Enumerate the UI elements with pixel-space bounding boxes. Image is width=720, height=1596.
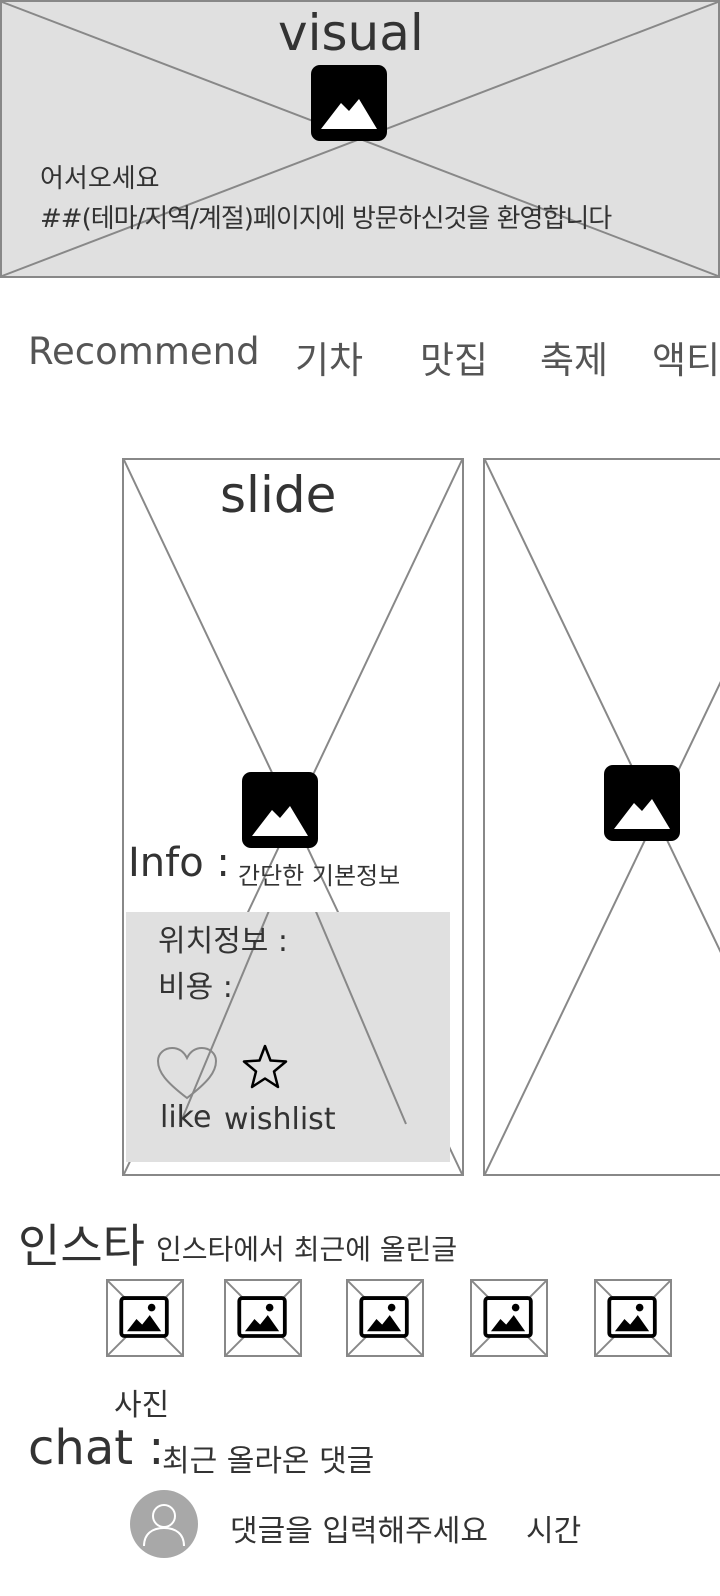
star-icon[interactable] <box>241 1043 289 1091</box>
tab-festival[interactable]: 축제 <box>540 339 609 382</box>
cost-label: 비용 : <box>158 970 233 1005</box>
image-icon <box>604 765 680 841</box>
tab-restaurant[interactable]: 맛집 <box>420 339 489 382</box>
placeholder-cross <box>485 460 720 1174</box>
image-icon <box>311 65 387 141</box>
image-icon <box>226 1281 300 1355</box>
slide-card[interactable] <box>483 458 720 1176</box>
info-description: 간단한 기본정보 <box>238 862 401 890</box>
location-label: 위치정보 : <box>158 924 289 959</box>
tab-train[interactable]: 기차 <box>295 339 364 382</box>
placeholder-cross <box>179 912 407 1125</box>
wishlist-label: wishlist <box>224 1102 336 1137</box>
visual-welcome-text: ##(테마/지역/계절)페이지에 방문하신것을 환영합니다 <box>40 204 612 234</box>
image-icon <box>108 1281 182 1355</box>
photo-label: 사진 <box>114 1388 170 1423</box>
image-icon <box>472 1281 546 1355</box>
visual-title: visual <box>278 4 424 62</box>
info-box <box>126 912 450 1162</box>
heart-icon[interactable] <box>156 1046 218 1102</box>
insta-photo-thumbnail[interactable] <box>224 1279 302 1357</box>
image-icon <box>596 1281 670 1355</box>
image-icon <box>348 1281 422 1355</box>
insta-photo-thumbnail[interactable] <box>470 1279 548 1357</box>
insta-photo-thumbnail[interactable] <box>594 1279 672 1357</box>
tab-activity[interactable]: 액티 <box>652 339 720 382</box>
comment-input[interactable]: 댓글을 입력해주세요 <box>230 1514 488 1549</box>
like-label: like <box>160 1100 212 1135</box>
insta-description: 인스타에서 최근에 올린글 <box>156 1233 458 1266</box>
slide-title: slide <box>220 466 337 524</box>
user-avatar-icon <box>130 1490 198 1558</box>
tab-recommend[interactable]: Recommend <box>28 330 260 373</box>
insta-photo-thumbnail[interactable] <box>106 1279 184 1357</box>
insta-title: 인스타 <box>18 1219 145 1273</box>
visual-greeting: 어서오세요 <box>40 164 160 194</box>
chat-description: 최근 올라온 댓글 <box>162 1444 375 1479</box>
comment-time: 시간 <box>526 1514 582 1549</box>
chat-title: chat : <box>28 1420 165 1476</box>
image-icon <box>242 772 318 848</box>
info-label: Info : <box>128 840 230 886</box>
insta-photo-thumbnail[interactable] <box>346 1279 424 1357</box>
